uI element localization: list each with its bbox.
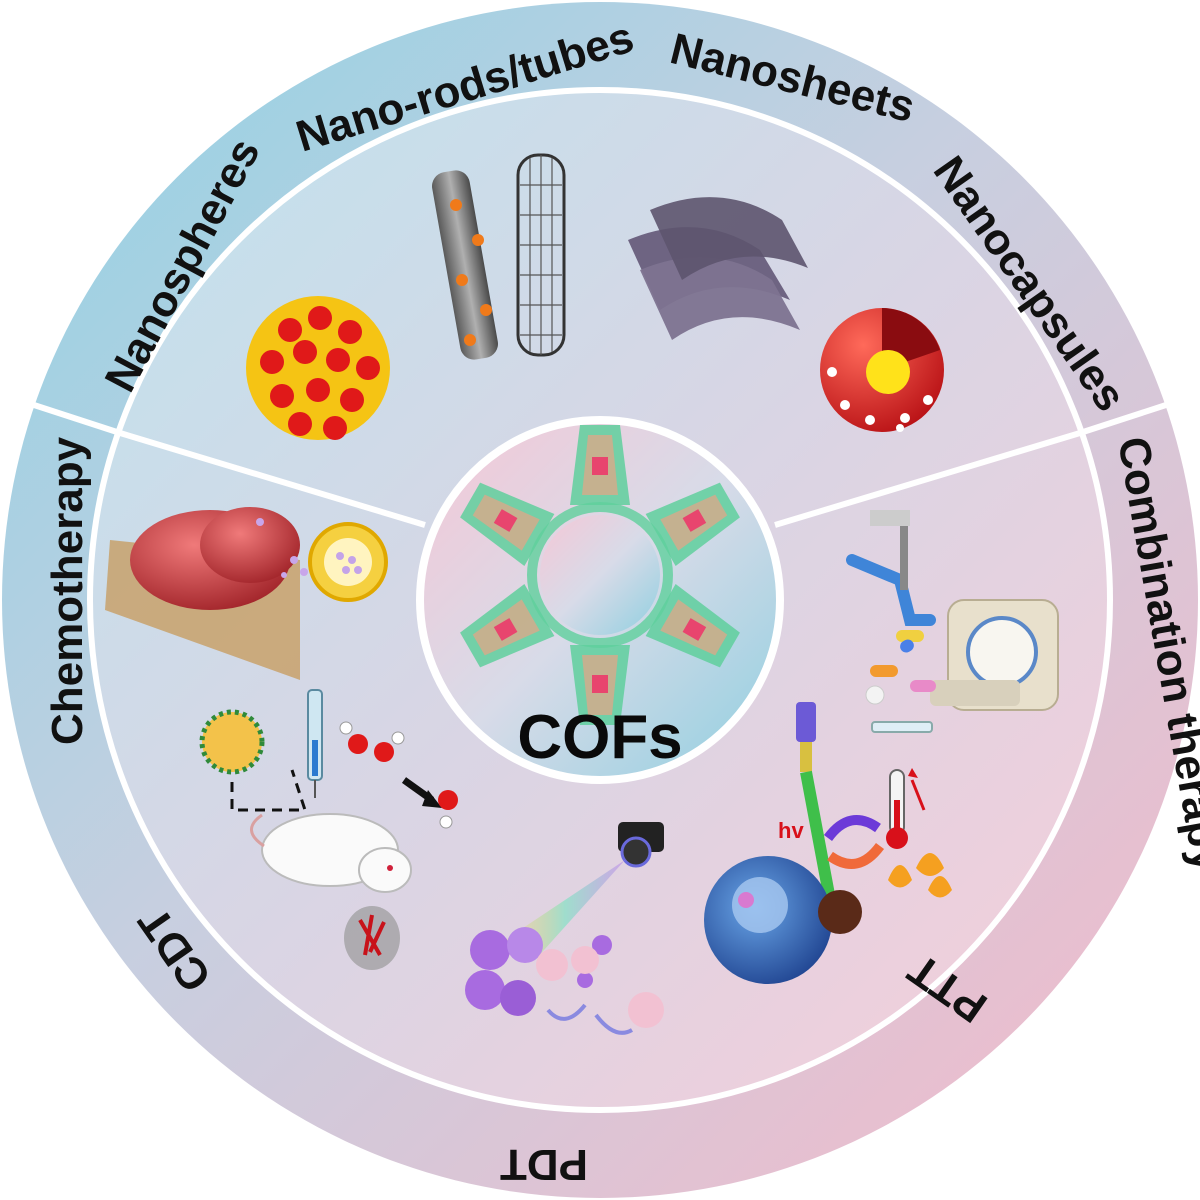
nanorod-icon <box>432 170 498 360</box>
camera-icon <box>618 822 664 868</box>
separator-right-outer <box>1079 402 1167 436</box>
cof-framework-icon <box>455 425 745 725</box>
arrow-curve-2 <box>594 1013 634 1035</box>
cell-icon <box>704 856 862 984</box>
cell-cluster-icon <box>465 927 664 1028</box>
mri-scanner-icon <box>930 599 1059 711</box>
syringe-icon <box>307 689 323 798</box>
label-chemotherapy: Chemotherapy <box>43 436 92 745</box>
laser-icon <box>796 702 836 902</box>
nanosphere-icon <box>246 296 390 440</box>
nanotube-icon <box>516 153 566 357</box>
thermometer-icon <box>886 768 926 849</box>
dental-chair-icon <box>846 510 936 626</box>
separator-left-inner <box>119 430 426 528</box>
nanosheet-icon <box>628 197 808 340</box>
cdt-nanoparticle-icon <box>199 709 265 775</box>
center-label-cofs: COFs <box>517 703 682 772</box>
arrow-curve-1 <box>546 1003 587 1021</box>
dashed-path <box>230 769 308 812</box>
exchange-arrows-icon <box>823 815 885 869</box>
hv-label: hv <box>778 818 804 843</box>
separator-right-inner <box>774 430 1081 528</box>
drug-particles <box>256 518 308 578</box>
liposome-icon <box>308 522 388 602</box>
separator-left-outer <box>33 402 121 436</box>
syringe-icon-2 <box>871 721 933 733</box>
tumor-icon <box>105 507 300 680</box>
tumor-tissue-icon <box>344 906 400 970</box>
flame-icon <box>888 853 952 898</box>
label-pdt: PDT <box>500 1140 588 1189</box>
mouse-icon <box>250 813 412 893</box>
pills-icon <box>865 630 936 705</box>
nanocapsule-icon <box>820 308 944 432</box>
molecule-icon <box>339 721 458 829</box>
